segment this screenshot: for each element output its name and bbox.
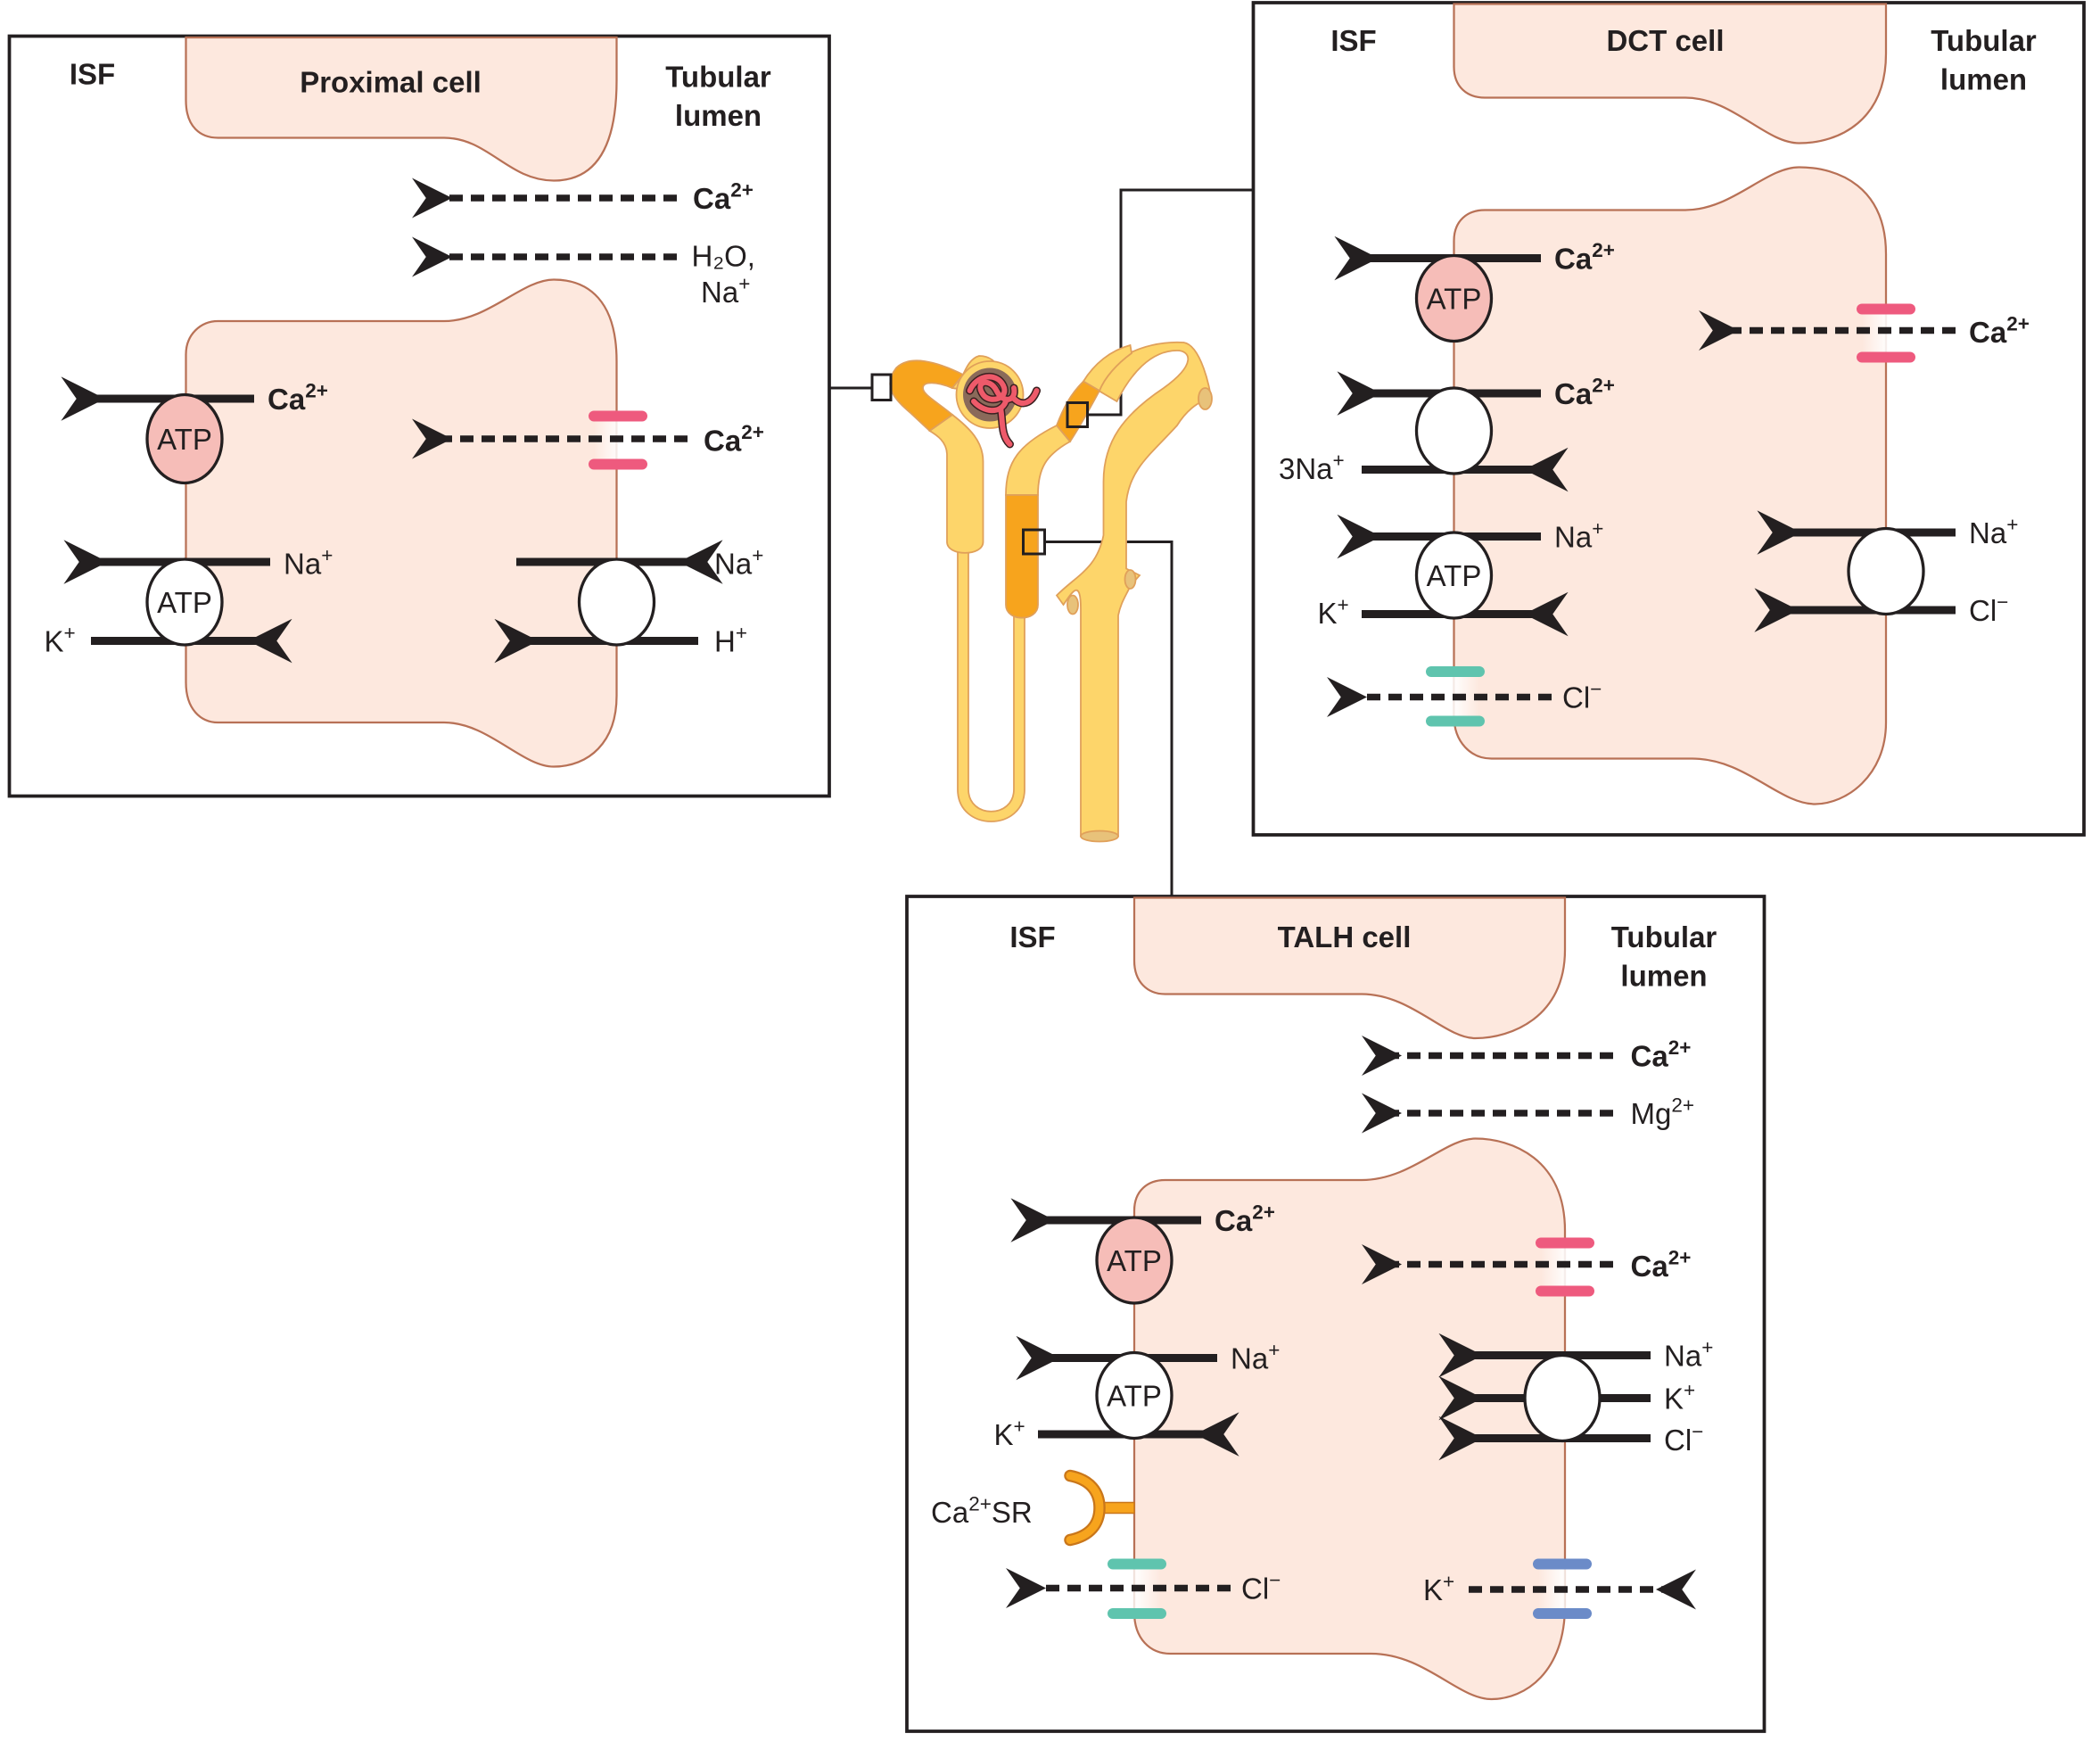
lumen-label: Tubular [665,61,771,94]
ca-channel-bottom [589,458,647,470]
ca-atpase-pump [145,392,224,485]
na-out-ion: Na+ [1231,1339,1280,1375]
cl-channel-bottom [1426,715,1485,727]
na-k-atpase-pump [145,557,224,647]
dct-panel: ISF DCT cell Tubular lumen ATP Ca2+ Ca2+… [1251,1,2086,837]
paracellular-ca-label: Ca2+ [1631,1036,1692,1073]
connector-dct [1087,188,1254,417]
proximal-panel: ISF Proximal cell Tubular lumen Ca2+ H₂O… [7,34,831,798]
ca-channel-ion: Ca2+ [704,421,764,457]
ca-channel-bottom [1857,351,1915,363]
nhe-h-ion: H+ [714,622,747,658]
paracellular-h2o-label: H₂O, [692,240,755,273]
nkcc2-k-ion: K+ [1664,1379,1695,1415]
k-in-ion: K+ [994,1416,1025,1451]
ca-channel-top [589,410,647,422]
ca-pump-ion: Ca2+ [1554,239,1615,276]
cell-label: Proximal cell [300,66,482,99]
calcium-sensing-receptor [1064,1469,1135,1547]
connector-lines [829,188,1254,896]
ncx-na-ion: 3Na+ [1279,450,1345,485]
na-k-atpase-pump [1414,531,1494,620]
ca-channel-top [1857,303,1915,315]
cl-channel-ion: Cl− [1562,678,1602,714]
lumen-label-2: lumen [1620,960,1707,993]
cl-channel-top [1108,1558,1166,1570]
ncx-ca-ion: Ca2+ [1554,375,1615,410]
loop-of-henle [957,548,1025,822]
cell-label: TALH cell [1278,920,1412,953]
ncc-cl-ion: Cl− [1969,591,2008,628]
paracellular-na-label: Na+ [701,273,750,310]
proximal-cell-top [185,36,618,182]
cl-channel-ion: Cl− [1241,1569,1281,1605]
ascending-limb-upper [1005,424,1072,496]
talh-cell-top [1132,896,1567,1040]
ncc-na-ion: Na+ [1969,514,2018,550]
dct-cell-body [1453,166,1888,805]
thick-ascending-limb [1005,494,1039,619]
isf-label: ISF [1330,24,1376,57]
talh-panel: ISF TALH cell Tubular lumen Ca2+ Mg2+ AT… [905,895,1766,1733]
k-channel-top [1533,1558,1592,1570]
na-h-exchanger [577,557,656,647]
ca-pump-ion: Ca2+ [1215,1201,1275,1238]
ca-pump-ion: Ca2+ [268,380,328,416]
k-in-ion: K+ [45,622,76,658]
ca-channel-top [1536,1237,1594,1249]
na-out-ion: Na+ [284,544,333,581]
talh-location-marker[interactable] [1022,528,1046,556]
na-k-2cl-cotransporter [1523,1353,1602,1443]
connector-talh [1044,541,1174,896]
na-cl-cotransporter [1847,526,1925,616]
dct-location-marker[interactable] [1066,401,1089,428]
isf-label: ISF [1009,920,1055,953]
lumen-label-2: lumen [1940,63,2027,96]
connecting-tubule [1082,343,1132,392]
paracellular-mg-label: Mg2+ [1631,1094,1695,1131]
paracellular-ca-label: Ca2+ [693,179,754,216]
proximal-cell-body [185,278,618,768]
cl-channel-top [1426,666,1485,677]
proximal-straight-tubule [927,413,984,554]
isf-label: ISF [70,58,115,91]
na-k-atpase-label: ATP [1427,559,1482,592]
ca-channel-ion: Ca2+ [1969,313,2030,350]
na-k-atpase-label: ATP [157,586,212,619]
ca-atpase-label: ATP [157,423,212,456]
nhe-na-ion: Na+ [714,544,763,581]
dct-cell-top [1453,3,1888,144]
na-out-ion: Na+ [1554,517,1603,554]
cl-channel-bottom [1108,1608,1166,1619]
na-k-atpase-pump [1095,1350,1174,1440]
nkcc2-na-ion: Na+ [1664,1336,1713,1373]
ca-atpase-label: ATP [1107,1244,1162,1277]
distal-convoluted-tubule [1055,380,1101,443]
k-in-ion: K+ [1318,594,1349,631]
ca-atpase-pump [1095,1216,1174,1305]
cell-label: DCT cell [1606,24,1724,57]
lumen-label-2: lumen [675,99,762,132]
ca-atpase-pump [1414,253,1494,343]
ca-atpase-label: ATP [1427,283,1482,316]
lumen-label: Tubular [1611,920,1717,953]
nkcc2-cl-ion: Cl− [1664,1421,1703,1457]
na-ca-exchanger [1414,386,1494,475]
collecting-duct [1055,341,1212,838]
proximal-location-marker[interactable] [870,373,893,401]
k-channel-bottom [1533,1608,1592,1619]
lumen-label: Tubular [1931,24,2037,57]
na-k-atpase-label: ATP [1107,1380,1162,1413]
ca-channel-bottom [1536,1285,1594,1297]
k-channel-ion: K+ [1423,1571,1454,1606]
nephron-illustration [870,341,1213,843]
ca-channel-ion: Ca2+ [1631,1247,1692,1284]
casr-label: Ca2+SR [931,1493,1033,1529]
